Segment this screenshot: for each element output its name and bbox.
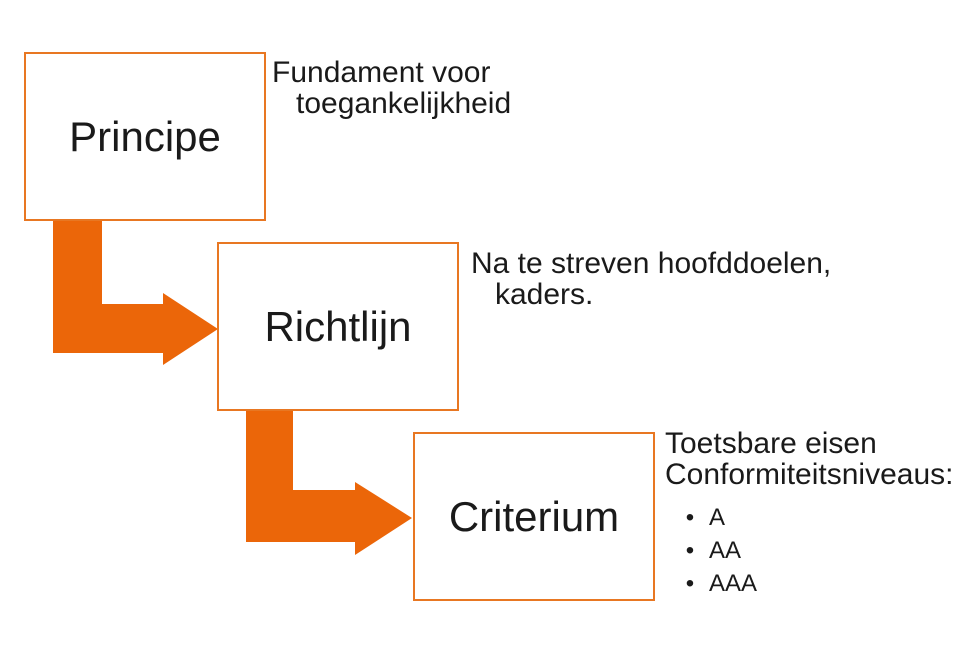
description-principe: Fundament voor toegankelijkheid: [272, 57, 511, 119]
box-criterium-label: Criterium: [448, 492, 620, 540]
description-richtlijn-line2: kaders.: [495, 278, 594, 311]
description-richtlijn-line1: Na te streven hoofddoelen,: [471, 247, 832, 280]
list-item: • A: [665, 501, 953, 534]
conformance-level-a: A: [709, 504, 726, 531]
conformance-level-aaa: AAA: [709, 570, 758, 597]
description-criterium-line2: Conformiteitsniveaus:: [665, 458, 954, 491]
box-criterium: Criterium: [413, 432, 655, 601]
list-item: • AAA: [665, 567, 953, 600]
box-principe: Principe: [24, 52, 266, 221]
description-criterium: Toetsbare eisen Conformiteitsniveaus: • …: [665, 428, 953, 600]
description-richtlijn: Na te streven hoofddoelen, kaders.: [471, 248, 831, 310]
description-criterium-line1: Toetsbare eisen: [665, 427, 877, 460]
conformance-level-aa: AA: [709, 537, 742, 564]
box-richtlijn-label: Richtlijn: [264, 302, 412, 350]
description-principe-line1: Fundament voor: [272, 56, 491, 89]
bullet-icon: •: [685, 537, 695, 564]
bullet-icon: •: [685, 570, 695, 597]
bullet-icon: •: [685, 504, 695, 531]
elbow-arrow-richtlijn-criterium: [246, 411, 412, 555]
conformance-levels-list: • A • AA • AAA: [665, 501, 953, 600]
list-item: • AA: [665, 534, 953, 567]
box-principe-label: Principe: [69, 112, 221, 160]
description-principe-line2: toegankelijkheid: [296, 87, 512, 120]
elbow-arrow-principe-richtlijn: [53, 220, 218, 365]
box-richtlijn: Richtlijn: [217, 242, 459, 411]
